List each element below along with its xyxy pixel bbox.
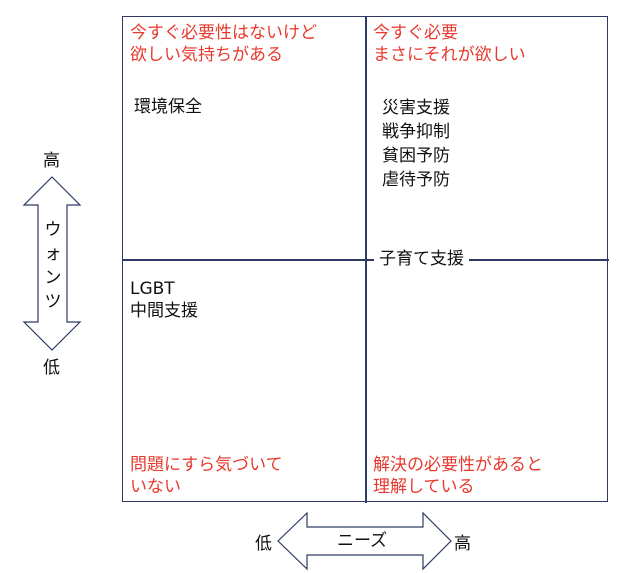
x-axis-low: 低: [255, 534, 272, 554]
x-axis-high: 高: [454, 534, 471, 554]
horizontal-divider: [122, 259, 609, 261]
needs-double-arrow: [277, 511, 452, 571]
top-left-heading: 今すぐ必要性はないけど 欲しい気持ちがある: [130, 23, 317, 65]
bottom-right-heading: 解決の必要性があると 理解している: [373, 455, 543, 497]
bottom-left-items: LGBT 中間支援: [130, 279, 198, 321]
top-right-heading: 今すぐ必要 まさにそれが欲しい: [373, 23, 526, 65]
center-label: 子育て支援: [374, 248, 469, 270]
y-axis-label: ウォンツ: [44, 220, 62, 312]
top-right-items: 災害支援 戦争抑制 貧困予防 虐待予防: [382, 98, 450, 190]
x-axis-label: ニーズ: [337, 531, 388, 551]
y-axis-low: 低: [43, 358, 60, 378]
y-axis-high: 高: [43, 151, 60, 171]
bottom-left-heading: 問題にすら気づいて いない: [130, 455, 283, 497]
wants-double-arrow: [22, 176, 82, 351]
top-left-items: 環境保全: [134, 97, 202, 117]
